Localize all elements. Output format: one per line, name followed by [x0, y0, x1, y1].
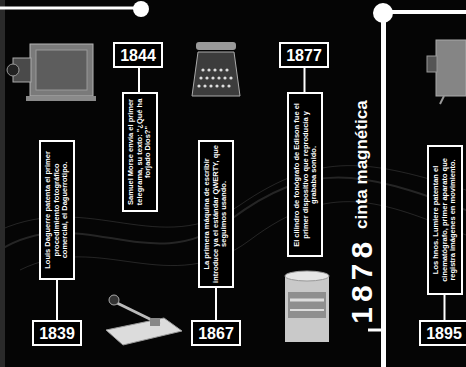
event-text-block: La primera máquina de escribir introduce…	[203, 144, 229, 284]
event-text-block: El cilindro de fonógrafo de Edison fue e…	[292, 96, 318, 253]
era-name: cinta magnética	[352, 100, 372, 229]
year-box: 1839	[32, 320, 82, 346]
timeline-connector	[304, 68, 306, 92]
cylinder-label	[288, 292, 326, 318]
key	[207, 68, 210, 71]
event-text: Los hnos. Lumiere patentan el cinematógr…	[432, 149, 458, 291]
year-text: 1895	[426, 326, 462, 342]
event-text-block: Los hnos. Lumiere patentan el cinematógr…	[432, 149, 458, 291]
year-box: 1844	[113, 42, 163, 68]
year-box: 1867	[191, 320, 241, 346]
key	[209, 84, 212, 87]
year-box: 1895	[419, 320, 466, 346]
lens-glass	[7, 64, 19, 76]
cylinder-top	[285, 271, 329, 281]
timeline-connector	[444, 295, 446, 320]
year-text: 1877	[286, 48, 322, 64]
event-text: La primera máquina de escribir introduce…	[203, 144, 229, 284]
year-box: 1877	[279, 42, 329, 68]
cinematograph	[427, 40, 466, 104]
event-box: La primera máquina de escribir introduce…	[198, 140, 234, 288]
key	[213, 68, 216, 71]
event-box: Los hnos. Lumiere patentan el cinematógr…	[427, 145, 463, 295]
camera-base	[26, 96, 96, 101]
cinematograph-leg	[440, 96, 444, 104]
top-bar	[383, 10, 466, 14]
top-bar	[0, 7, 141, 10]
phonograph-cylinder	[285, 271, 329, 342]
timeline-connector	[215, 288, 217, 320]
era-line	[381, 13, 386, 367]
telegraph-key	[106, 295, 182, 345]
year-text: 1867	[198, 326, 234, 342]
cylinder-stripe	[290, 299, 324, 302]
key	[225, 68, 228, 71]
key	[215, 84, 218, 87]
key	[223, 76, 226, 79]
key	[201, 68, 204, 71]
cinematograph-box	[436, 40, 466, 96]
typewriter	[192, 42, 240, 96]
cylinder-box	[285, 276, 329, 342]
event-box: Samuel Morse envía el primer telegrama, …	[122, 92, 158, 212]
typewriter-keys	[197, 68, 232, 87]
event-text-block: Louis Daguerre patenta el primer procedi…	[44, 144, 70, 276]
key	[219, 68, 222, 71]
typewriter-roller	[196, 42, 236, 50]
cinematograph-lens	[427, 56, 437, 72]
event-box: Louis Daguerre patenta el primer procedi…	[39, 140, 75, 280]
camera-box	[30, 44, 93, 96]
event-text-block: Samuel Morse envía el primer telegrama, …	[127, 96, 153, 208]
timeline-connector	[56, 280, 58, 320]
event-text: Louis Daguerre patenta el primer procedi…	[44, 144, 70, 276]
era-title: 1878 cinta magnética	[345, 92, 379, 323]
key	[227, 84, 230, 87]
year-text: 1844	[120, 48, 156, 64]
key	[203, 84, 206, 87]
telegraph-base	[106, 318, 182, 345]
key	[221, 84, 224, 87]
cylinder-stripe	[290, 309, 324, 311]
era-year: 1878	[345, 237, 379, 324]
smoke-wisp	[20, 202, 466, 270]
key	[229, 76, 232, 79]
year-text: 1839	[39, 326, 75, 342]
event-text: Samuel Morse envía el primer telegrama, …	[127, 96, 153, 208]
key	[217, 76, 220, 79]
camera-panel	[36, 50, 87, 90]
key	[199, 76, 202, 79]
bar-dot	[133, 1, 149, 17]
event-box: El cilindro de fonógrafo de Edison fue e…	[287, 92, 323, 257]
timeline-connector	[138, 68, 140, 92]
left-margin	[0, 0, 5, 367]
key	[197, 84, 200, 87]
daguerreotype-camera	[7, 44, 96, 101]
telegraph-knob	[109, 295, 119, 305]
typewriter-body	[192, 52, 240, 96]
key	[211, 76, 214, 79]
telegraph-pivot	[150, 318, 160, 326]
era-tick	[368, 329, 381, 332]
key	[205, 76, 208, 79]
event-text: El cilindro de fonógrafo de Edison fue e…	[292, 96, 318, 253]
